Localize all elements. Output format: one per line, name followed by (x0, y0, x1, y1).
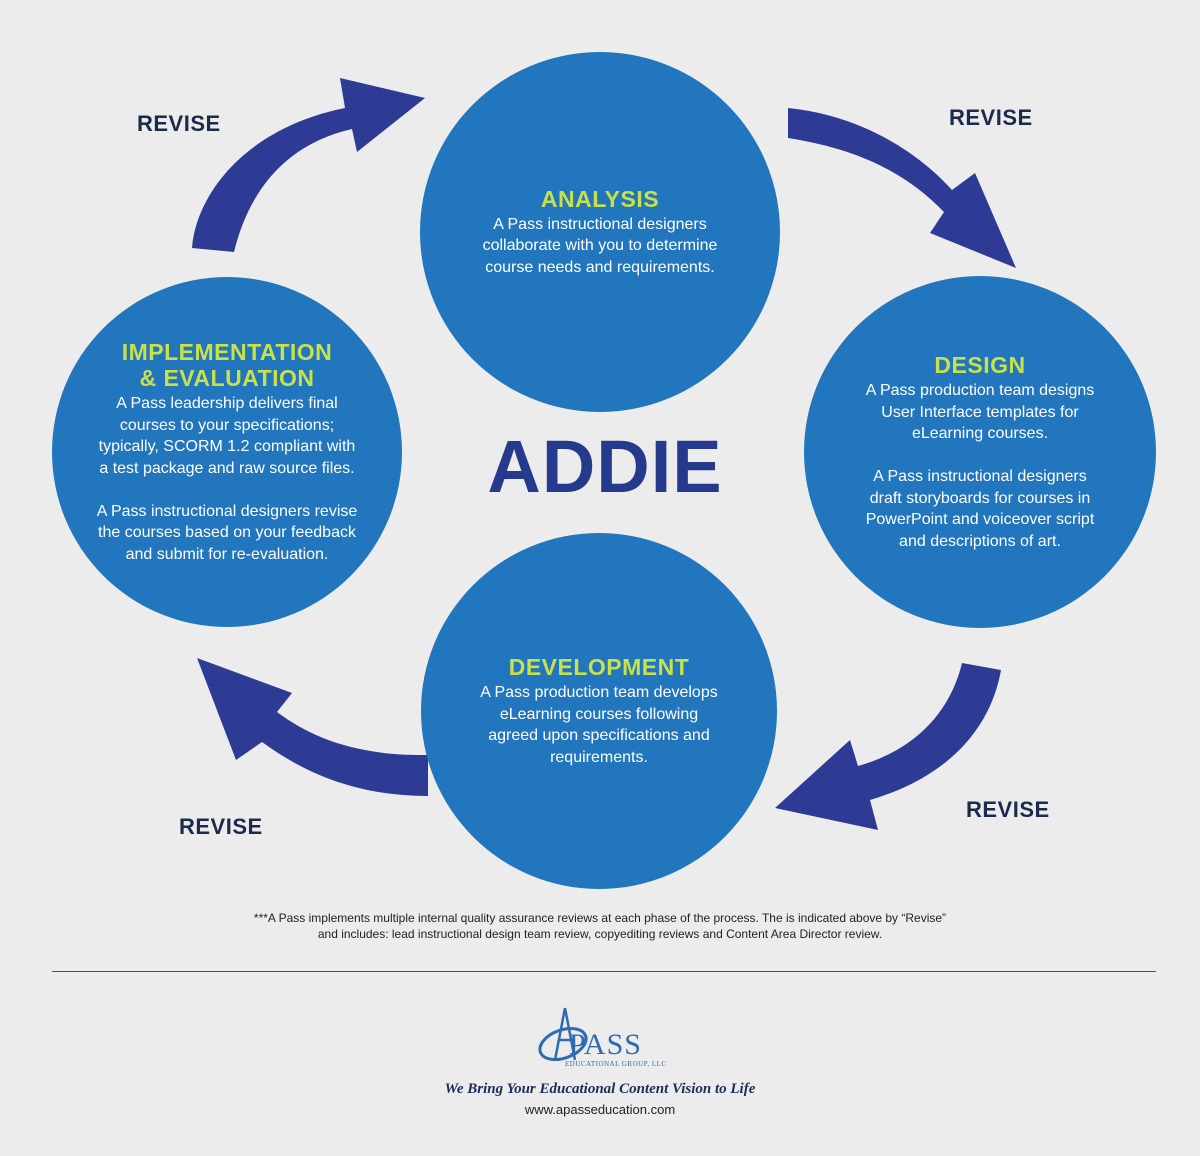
arrow-top-left (192, 78, 425, 252)
arrow-bottom-left (197, 658, 428, 796)
analysis-text: A Pass instructional designers collabora… (482, 215, 718, 276)
revise-label-bottom-left: REVISE (179, 814, 263, 839)
analysis-title: ANALYSIS (540, 185, 660, 212)
apass-logo: PASS EDUCATIONAL GROUP, LLC (535, 1000, 675, 1072)
arrow-bottom-right (775, 663, 1001, 830)
implementation-text: A Pass leadership delivers final courses… (96, 395, 358, 563)
design-circle: DESIGN A Pass production team designs Us… (804, 276, 1156, 628)
implementation-circle: IMPLEMENTATION & EVALUATION A Pass leade… (52, 277, 402, 627)
design-text: A Pass production team designs User Inte… (865, 382, 1095, 550)
development-title: DEVELOPMENT (508, 654, 690, 680)
development-circle: DEVELOPMENT A Pass production team devel… (421, 533, 777, 889)
analysis-circle: ANALYSIS A Pass instructional designers … (420, 52, 780, 412)
revise-label-bottom-right: REVISE (966, 797, 1050, 822)
implementation-title: IMPLEMENTATION & EVALUATION (121, 339, 333, 391)
logo-swoosh-icon (538, 1007, 588, 1062)
logo-subtitle: EDUCATIONAL GROUP, LLC (565, 1060, 667, 1068)
revise-label-top-left: REVISE (137, 111, 221, 136)
website-link[interactable]: www.apasseducation.com (524, 1102, 676, 1117)
quality-footnote: ***A Pass implements multiple internal q… (253, 911, 947, 941)
addie-title: ADDIE (487, 425, 723, 508)
logo-wordmark: PASS (569, 1028, 642, 1061)
arrow-top-right (788, 108, 1016, 268)
divider (52, 971, 1156, 972)
development-text: A Pass production team develops eLearnin… (480, 684, 718, 766)
design-title: DESIGN (934, 352, 1026, 378)
tagline: We Bring Your Educational Content Vision… (444, 1081, 756, 1097)
revise-label-top-right: REVISE (949, 105, 1033, 130)
